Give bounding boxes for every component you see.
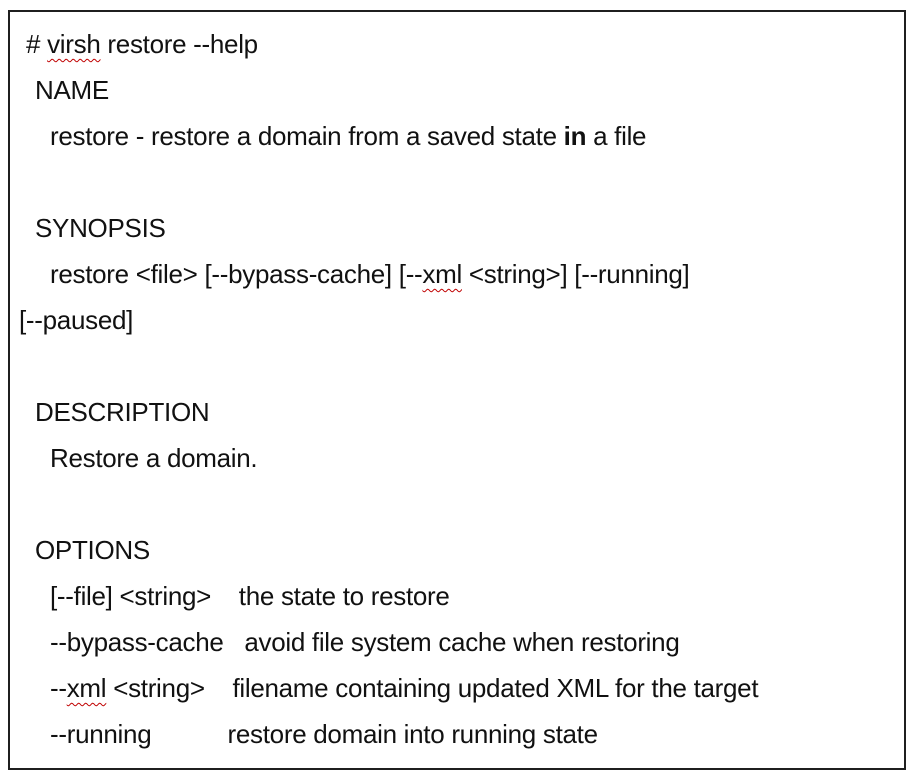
command-rest: restore --help: [100, 29, 258, 59]
option-description: filename containing updated XML for the …: [232, 673, 759, 703]
option-row: [--file] <string> the state to restore: [10, 573, 904, 619]
blank-line: [10, 159, 904, 205]
option-flag-suffix: <string>: [106, 673, 205, 703]
synopsis-usage-tail: <string>] [--running]: [461, 259, 690, 289]
command-prompt: #: [26, 29, 48, 59]
option-gap: [205, 673, 233, 703]
option-row: --running restore domain into running st…: [10, 711, 904, 757]
name-description-bold-word: in: [563, 121, 587, 151]
synopsis-word-xml: xml: [422, 259, 462, 289]
option-word-xml: xml: [66, 673, 107, 703]
option-row: --bypass-cache avoid file system cache w…: [10, 619, 904, 665]
command-word-virsh: virsh: [47, 29, 101, 59]
name-description-line: restore - restore a domain from a saved …: [10, 113, 904, 159]
option-row: --xml <string> filename containing updat…: [10, 665, 904, 711]
synopsis-usage-line: restore <file> [--bypass-cache] [--xml <…: [10, 251, 904, 297]
name-description-tail: a file: [586, 121, 647, 151]
description-body: Restore a domain.: [50, 443, 258, 473]
option-description: the state to restore: [238, 581, 450, 611]
option-flag: [--file] <string>: [50, 581, 212, 611]
option-gap: [224, 627, 245, 657]
synopsis-usage-text: restore <file> [--bypass-cache] [--: [50, 259, 423, 289]
option-gap: [211, 581, 239, 611]
option-gap: [151, 719, 227, 749]
description-heading: DESCRIPTION: [35, 397, 210, 427]
option-flag: --bypass-cache: [50, 627, 224, 657]
blank-line: [10, 481, 904, 527]
command-line: # virsh restore --help: [10, 21, 904, 67]
synopsis-wrapped-line: [--paused]: [19, 305, 134, 335]
blank-line: [10, 343, 904, 389]
option-flag: --running: [50, 719, 152, 749]
synopsis-heading: SYNOPSIS: [35, 213, 166, 243]
options-heading: OPTIONS: [35, 535, 150, 565]
option-description: avoid file system cache when restoring: [244, 627, 680, 657]
option-flag-prefix: --: [50, 673, 67, 703]
terminal-output-frame: # virsh restore --help NAME restore - re…: [8, 10, 906, 770]
option-description: restore domain into running state: [227, 719, 599, 749]
name-description-text: restore - restore a domain from a saved …: [50, 121, 564, 151]
name-heading: NAME: [35, 75, 109, 105]
